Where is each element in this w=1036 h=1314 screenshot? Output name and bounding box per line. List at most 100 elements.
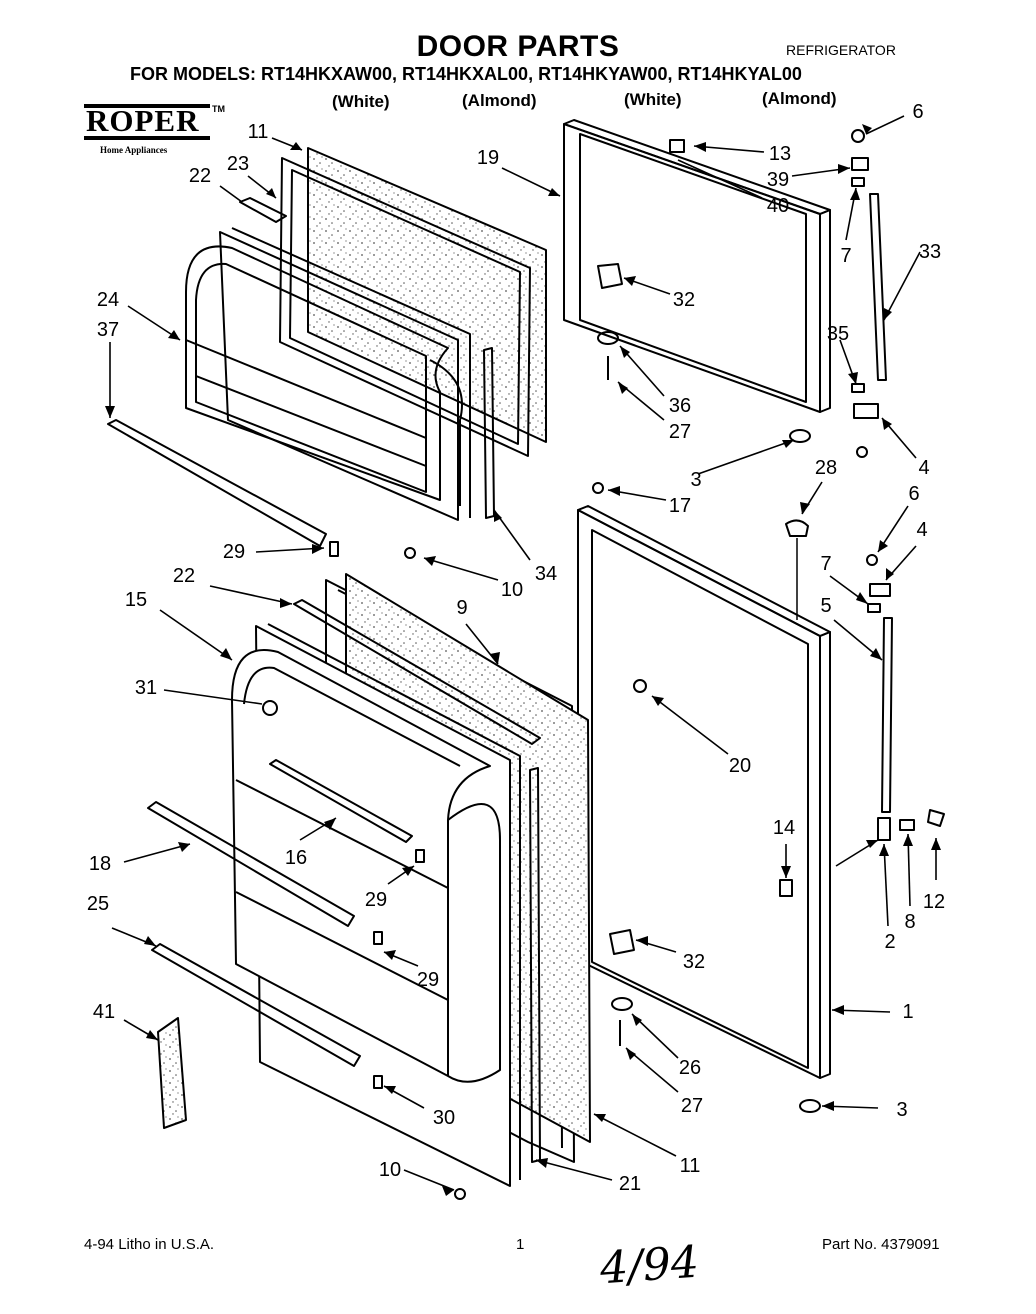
part-callout-7: 7 <box>820 553 831 575</box>
bottom-hinge-screw <box>856 446 868 458</box>
part-callout-3: 3 <box>690 469 701 491</box>
door-plug <box>633 679 647 693</box>
part-callout-29: 29 <box>223 541 245 563</box>
bottom-hinge-shim <box>851 383 865 393</box>
middle-hinge-shim <box>867 603 881 613</box>
part-callout-34: 34 <box>535 563 557 585</box>
fresh-food-shelf-bar <box>147 801 355 927</box>
top-door-screw <box>592 482 604 494</box>
part-callout-13: 13 <box>769 143 791 165</box>
middle-hinge-screw <box>866 554 878 566</box>
model-label <box>669 139 685 153</box>
part-callout-40: 40 <box>767 195 789 217</box>
part-callout-32: 32 <box>673 289 695 311</box>
part-callout-12: 12 <box>923 891 945 913</box>
model-color-3: (White) <box>624 90 682 109</box>
part-callout-4: 4 <box>916 519 927 541</box>
part-callout-5: 5 <box>820 595 831 617</box>
hinge-bushing <box>597 331 619 345</box>
part-callout-24: 24 <box>97 289 119 311</box>
part-callout-14: 14 <box>773 817 795 839</box>
part-callout-9: 9 <box>456 597 467 619</box>
gasket-retainer-top <box>239 197 287 223</box>
part-callout-8: 8 <box>904 911 915 933</box>
lower-hinge-screw <box>454 1188 466 1200</box>
bottom-clip <box>373 1075 383 1089</box>
top-hinge-bracket <box>851 157 869 171</box>
page-number: 1 <box>516 1236 525 1253</box>
shelf-clip <box>329 541 339 557</box>
lower-hinge-pin-bracket <box>877 817 891 841</box>
part-callout-7: 7 <box>840 245 851 267</box>
freezer-door-gasket <box>279 157 531 457</box>
brand-logo: ROPER <box>86 103 200 138</box>
hinge-shim <box>851 177 865 187</box>
foam-block <box>157 1017 187 1129</box>
freezer-shelf-bar <box>107 419 327 547</box>
part-callout-29: 29 <box>365 889 387 911</box>
appliance-type: REFRIGERATOR <box>786 42 896 58</box>
part-callout-15: 15 <box>125 589 147 611</box>
hole-plug <box>785 519 809 537</box>
part-callout-1: 1 <box>902 1001 913 1023</box>
part-callout-37: 37 <box>97 319 119 341</box>
fresh-food-handle-trim <box>881 617 893 813</box>
handwritten-date: 4/94 <box>598 1236 701 1295</box>
shelf-clip <box>415 849 425 863</box>
part-callout-10: 10 <box>501 579 523 601</box>
model-color-1: (White) <box>332 92 390 111</box>
part-callout-6: 6 <box>908 483 919 505</box>
part-callout-27: 27 <box>681 1095 703 1117</box>
part-callout-2: 2 <box>884 931 895 953</box>
part-callout-11: 11 <box>248 121 269 143</box>
pin-cap <box>927 809 945 827</box>
brand-logo-frame <box>84 104 210 140</box>
part-callout-30: 30 <box>433 1107 455 1129</box>
freezer-door-shelf <box>185 245 449 501</box>
hinge-screw <box>404 547 416 559</box>
bottom-shelf-bar <box>151 943 361 1067</box>
part-callout-4: 4 <box>918 457 929 479</box>
part-callout-18: 18 <box>89 853 111 875</box>
part-callout-22: 22 <box>173 565 195 587</box>
bottom-door-bushing <box>799 1099 821 1113</box>
part-callout-32: 32 <box>683 951 705 973</box>
brand-tagline: Home Appliances <box>100 145 168 155</box>
part-callout-29: 29 <box>417 969 439 991</box>
part-callout-10: 10 <box>379 1159 401 1181</box>
shelf-clip <box>373 931 383 945</box>
gasket-retainer-lower <box>293 599 541 745</box>
trademark-mark: TM <box>212 104 225 114</box>
model-color-2: (Almond) <box>462 91 537 110</box>
part-callout-23: 23 <box>227 153 249 175</box>
middle-hinge-bracket <box>869 583 891 597</box>
lower-center-hinge <box>609 929 635 955</box>
dairy-shelf-rail <box>269 759 413 843</box>
part-callout-27: 27 <box>669 421 691 443</box>
lower-hinge-bushing <box>611 997 633 1011</box>
freezer-door-liner <box>219 231 459 521</box>
part-callout-39: 39 <box>767 169 789 191</box>
part-callout-19: 19 <box>477 147 499 169</box>
part-callout-35: 35 <box>827 323 849 345</box>
part-callout-3: 3 <box>896 1099 907 1121</box>
part-callout-33: 33 <box>919 241 941 263</box>
part-callout-31: 31 <box>135 677 157 699</box>
bottom-hinge-bracket <box>853 403 879 419</box>
part-callout-36: 36 <box>669 395 691 417</box>
part-callout-25: 25 <box>87 893 109 915</box>
part-number: Part No. 4379091 <box>822 1236 940 1253</box>
part-callout-41: 41 <box>93 1001 115 1023</box>
door-stop <box>779 879 793 897</box>
model-color-4: (Almond) <box>762 89 837 108</box>
butter-door-knob <box>262 700 278 716</box>
litho-note: 4-94 Litho in U.S.A. <box>84 1236 215 1253</box>
page-title: DOOR PARTS <box>416 30 620 63</box>
door-stop-bushing <box>789 429 811 443</box>
part-callout-16: 16 <box>285 847 307 869</box>
hinge-pin <box>899 819 915 831</box>
part-callout-22: 22 <box>189 165 211 187</box>
part-callout-11: 11 <box>680 1155 701 1177</box>
